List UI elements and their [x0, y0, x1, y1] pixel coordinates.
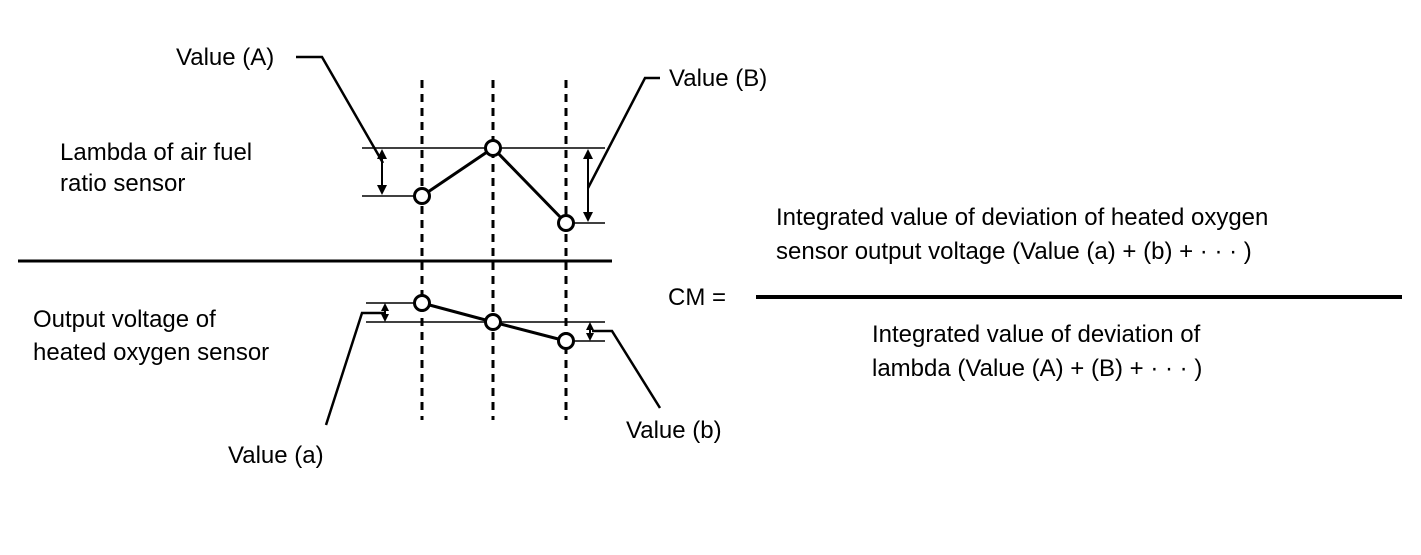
- value-A-label: Value (A): [176, 44, 274, 71]
- leader-line-b: [592, 329, 662, 409]
- voltage-title-line2: heated oxygen sensor: [33, 339, 269, 366]
- leader-line-a: [324, 311, 386, 426]
- lambda-title-line2: ratio sensor: [60, 170, 185, 197]
- formula-denominator-line2: lambda (Value (A) + (B) + · · · ): [872, 355, 1202, 382]
- lambda-point-3: [557, 214, 575, 232]
- leader-lines: [296, 55, 662, 426]
- leader-line-B: [586, 76, 660, 189]
- sampling-lines: [420, 80, 568, 420]
- lambda-point-2: [484, 139, 502, 157]
- formula-numerator-line1: Integrated value of deviation of heated …: [776, 204, 1268, 231]
- voltage-point-3: [557, 332, 575, 350]
- voltage-point-1: [413, 294, 431, 312]
- leader-line-A: [296, 55, 385, 164]
- formula-numerator-line2: sensor output voltage (Value (a) + (b) +…: [776, 238, 1252, 265]
- value-b-arrow: [586, 322, 594, 341]
- lambda-point-1: [413, 187, 431, 205]
- lambda-title-line1: Lambda of air fuel: [60, 139, 252, 166]
- value-a-label: Value (a): [228, 442, 324, 469]
- formula-lhs: CM =: [668, 284, 726, 311]
- voltage-point-2: [484, 313, 502, 331]
- formula-denominator-line1: Integrated value of deviation of: [872, 321, 1201, 348]
- value-B-label: Value (B): [669, 65, 767, 92]
- lambda-reference-lines: [362, 147, 605, 224]
- voltage-title-line1: Output voltage of: [33, 306, 216, 333]
- value-b-label: Value (b): [626, 417, 722, 444]
